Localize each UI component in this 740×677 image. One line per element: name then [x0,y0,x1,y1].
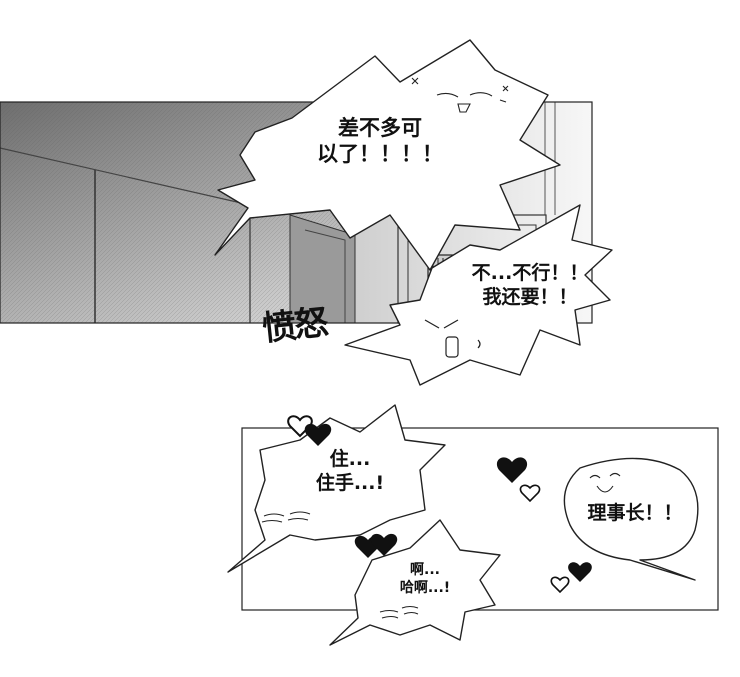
speech-bubble-left [227,404,446,573]
chibi-face-icon [411,77,509,113]
heart-icon [550,562,592,594]
speech-bubble-right-small [563,457,699,581]
bubble-top-line2: 以了！！！！ [317,142,443,167]
panel-1 [0,39,613,386]
bubble-left-text: 住... 住手...! [295,448,405,496]
chibi-embarrassed-face-icon [261,511,311,523]
bubble-left-line1: 住... [329,448,371,470]
bubble-top-line1: 差不多可 [338,116,422,140]
speech-bubble-right [344,204,613,386]
bubble-right-line2: 我还要！！ [482,285,578,308]
bubble-right-line1: 不...不行！！ [471,262,589,284]
bubble-left-line2: 住手...! [315,471,385,494]
heart-icon [287,415,332,446]
speech-bubble-bottom [329,519,501,646]
bubble-bottom-text: 啊... 哈啊...! [375,562,475,597]
bubble-right-small-text: 理事长！！ [580,502,690,526]
bubble-right-text: 不...不行！！ 我还要！！ [460,262,600,310]
bubble-right-small-line1: 理事长！！ [587,502,683,524]
chibi-blush-face-icon [379,606,419,619]
bubble-top-text: 差不多可 以了！！！！ [300,115,460,168]
panel-2 [227,404,719,646]
sound-effect-text: 愤怒 [260,302,329,350]
heart-icon [354,533,398,558]
bubble-bottom-line1: 啊... [410,562,440,578]
heart-icon [496,457,541,503]
bubble-bottom-line2: 哈啊...! [399,579,451,596]
speech-bubble-top [214,39,561,271]
chibi-angry-face-icon [424,319,481,358]
chibi-happy-face-icon [589,472,621,493]
